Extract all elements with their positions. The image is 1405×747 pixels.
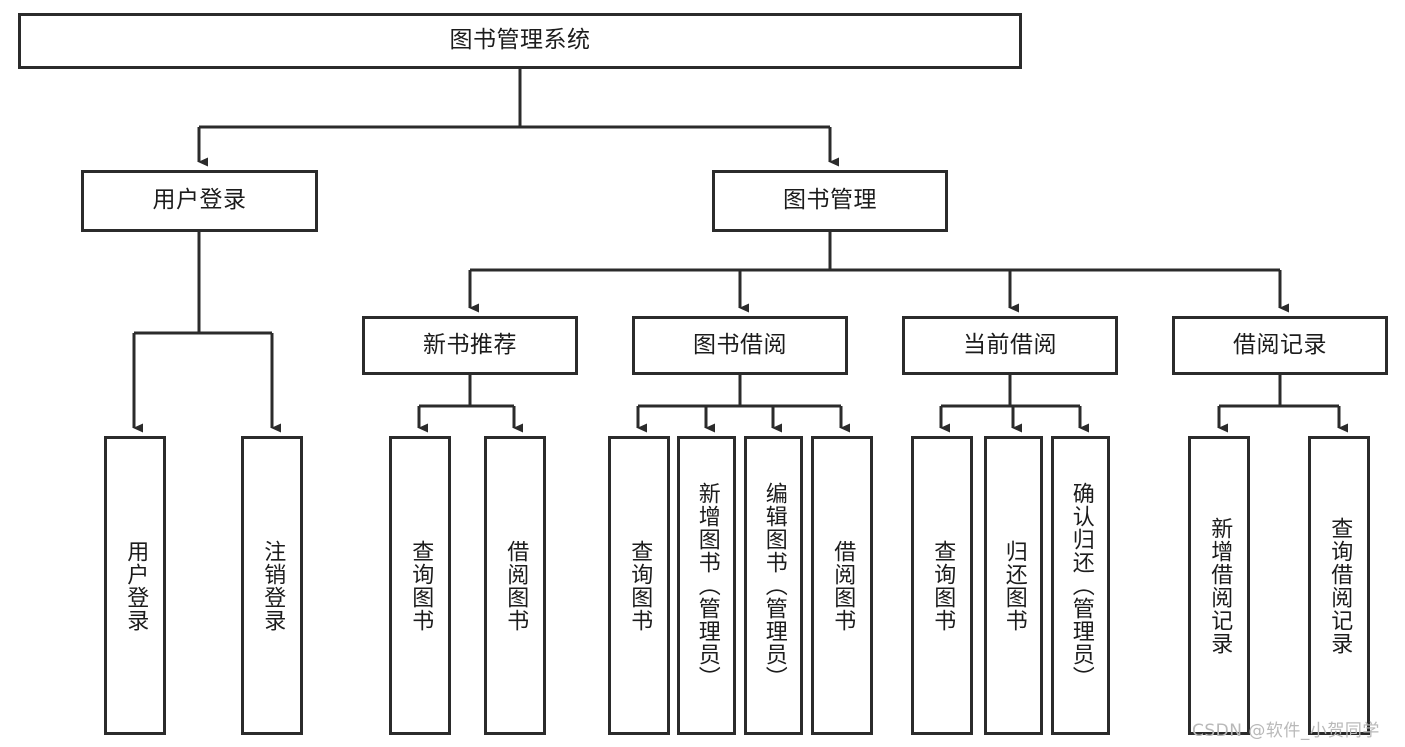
node-borrow-record[interactable]: 借阅记录 [1172, 316, 1388, 375]
leaf-add-book-label: 新增图书（管理员） [694, 482, 720, 689]
node-book-manage[interactable]: 图书管理 [712, 170, 948, 232]
leaf-query-book-3[interactable]: 查询图书 [911, 436, 973, 735]
csdn-watermark: CSDN @软件_小贺同学 [1192, 721, 1380, 741]
leaf-query-record[interactable]: 查询借阅记录 [1308, 436, 1370, 735]
leaf-borrow-book-2[interactable]: 借阅图书 [811, 436, 873, 735]
node-book-borrow-label: 图书借阅 [693, 331, 787, 358]
leaf-logout[interactable]: 注销登录 [241, 436, 303, 735]
node-current-borrow[interactable]: 当前借阅 [902, 316, 1118, 375]
leaf-return-book-label: 归还图书 [1001, 539, 1027, 632]
leaf-add-record[interactable]: 新增借阅记录 [1188, 436, 1250, 735]
node-borrow-record-label: 借阅记录 [1233, 331, 1327, 358]
leaf-query-book-1[interactable]: 查询图书 [389, 436, 451, 735]
leaf-logout-label: 注销登录 [260, 539, 286, 632]
leaf-add-record-label: 新增借阅记录 [1207, 516, 1233, 655]
leaf-edit-book[interactable]: 编辑图书（管理员） [744, 436, 803, 735]
node-user-login-label: 用户登录 [152, 187, 247, 214]
node-book-manage-label: 图书管理 [783, 187, 877, 214]
node-root-label: 图书管理系统 [449, 27, 591, 54]
leaf-return-book[interactable]: 归还图书 [984, 436, 1043, 735]
leaf-query-book-3-label: 查询图书 [930, 539, 956, 632]
leaf-borrow-book-1-label: 借阅图书 [503, 539, 529, 632]
leaf-user-login-label: 用户登录 [123, 539, 149, 632]
node-root[interactable]: 图书管理系统 [18, 13, 1022, 69]
node-current-borrow-label: 当前借阅 [963, 331, 1057, 358]
leaf-confirm-return[interactable]: 确认归还（管理员） [1051, 436, 1110, 735]
leaf-edit-book-label: 编辑图书（管理员） [761, 482, 787, 689]
leaf-query-record-label: 查询借阅记录 [1327, 516, 1353, 655]
leaf-query-book-2-label: 查询图书 [627, 539, 653, 632]
leaf-borrow-book-2-label: 借阅图书 [830, 539, 856, 632]
node-new-book-rec-label: 新书推荐 [423, 331, 517, 358]
leaf-borrow-book-1[interactable]: 借阅图书 [484, 436, 546, 735]
leaf-query-book-2[interactable]: 查询图书 [608, 436, 670, 735]
leaf-user-login[interactable]: 用户登录 [104, 436, 166, 735]
leaf-add-book[interactable]: 新增图书（管理员） [677, 436, 736, 735]
node-new-book-rec[interactable]: 新书推荐 [362, 316, 578, 375]
leaf-query-book-1-label: 查询图书 [408, 539, 434, 632]
node-book-borrow[interactable]: 图书借阅 [632, 316, 848, 375]
leaf-confirm-return-label: 确认归还（管理员） [1068, 482, 1094, 689]
node-user-login[interactable]: 用户登录 [81, 170, 318, 232]
